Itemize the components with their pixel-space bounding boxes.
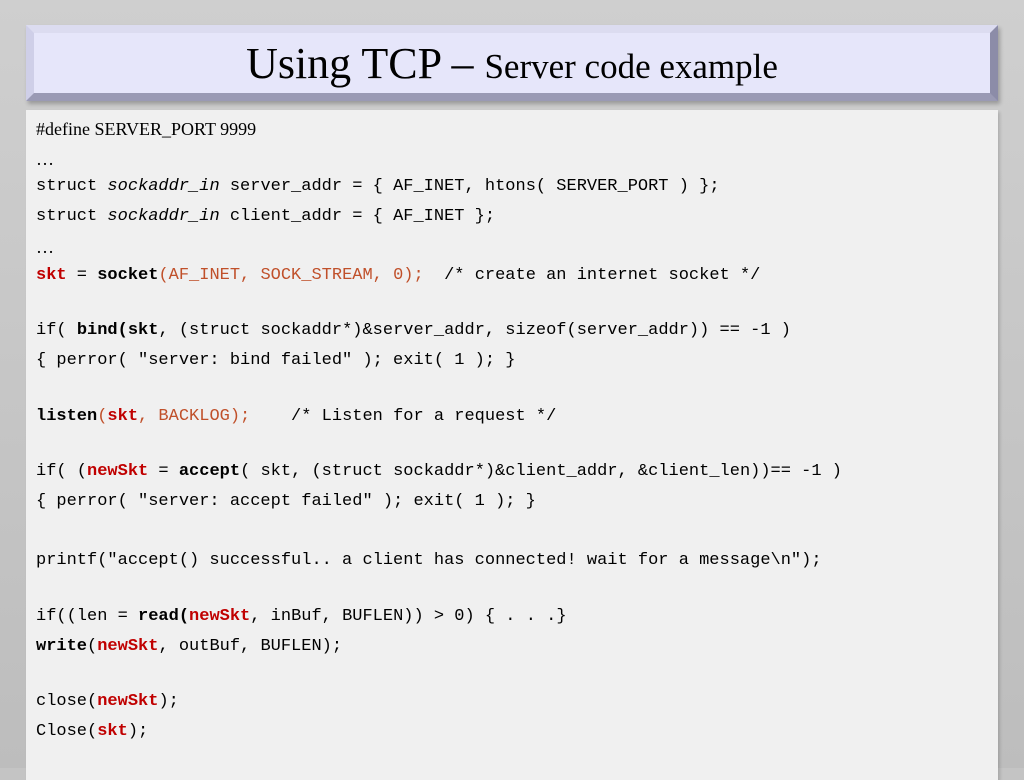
- code-token-variable: skt: [36, 266, 67, 285]
- code-token-variable: newSkt: [97, 692, 159, 711]
- code-line-listen: listen(skt, BACKLOG); /* Listen for a re…: [36, 406, 556, 428]
- code-token-variable: skt: [107, 407, 139, 426]
- code-line-bind-error: { perror( "server: bind failed" ); exit(…: [36, 351, 516, 370]
- code-token-variable: newSkt: [189, 607, 251, 626]
- title-subtitle: Server code example: [484, 47, 778, 86]
- code-line-define: #define SERVER_PORT 9999: [36, 119, 257, 139]
- code-token: (: [87, 637, 98, 656]
- code-token-function: bind(skt: [76, 321, 159, 340]
- code-token: client_addr = { AF_INET };: [219, 207, 496, 226]
- code-line-close-newskt: close(newSkt);: [36, 691, 179, 713]
- code-token: server_addr = { AF_INET, htons( SERVER_P…: [219, 177, 720, 196]
- code-token-function: socket: [97, 266, 159, 285]
- title-main: Using TCP: [246, 39, 441, 88]
- code-line-accept-error: { perror( "server: accept failed" ); exi…: [36, 492, 536, 511]
- code-token: close(: [36, 692, 98, 711]
- code-panel: #define SERVER_PORT 9999 … struct sockad…: [26, 110, 998, 780]
- code-line-client-addr: struct sockaddr_in client_addr = { AF_IN…: [36, 206, 495, 228]
- code-line-close-skt: Close(skt);: [36, 721, 148, 743]
- code-line-write: write(newSkt, outBuf, BUFLEN);: [36, 636, 342, 658]
- code-token: ( skt, (struct sockaddr*)&client_addr, &…: [240, 462, 842, 481]
- code-token-comment: /* create an internet socket */: [423, 266, 761, 285]
- code-token: struct: [36, 207, 108, 226]
- code-token-type: sockaddr_in: [107, 177, 220, 196]
- code-line-bind: if( bind(skt, (struct sockaddr*)&server_…: [36, 320, 791, 342]
- code-line-printf: printf("accept() successful.. a client h…: [36, 551, 822, 570]
- code-token: (: [97, 407, 108, 426]
- code-line-ellipsis-2: …: [36, 237, 54, 257]
- code-token-function: write: [36, 637, 88, 656]
- code-line-read: if((len = read(newSkt, inBuf, BUFLEN)) >…: [36, 606, 567, 628]
- code-token: , outBuf, BUFLEN);: [158, 637, 343, 656]
- code-token-comment: /* Listen for a request */: [250, 407, 557, 426]
- code-token: struct: [36, 177, 108, 196]
- code-token-variable: newSkt: [97, 637, 159, 656]
- code-line-ellipsis-1: …: [36, 149, 54, 169]
- code-token: , (struct sockaddr*)&server_addr, sizeof…: [158, 321, 791, 340]
- code-token: if((len =: [36, 607, 139, 626]
- code-token: if(: [36, 321, 77, 340]
- code-line-socket: skt = socket(AF_INET, SOCK_STREAM, 0); /…: [36, 265, 760, 287]
- code-token-variable: skt: [97, 722, 128, 741]
- code-token: , inBuf, BUFLEN)) > 0) { . . .}: [250, 607, 567, 626]
- code-token-args: , BACKLOG);: [138, 407, 251, 426]
- code-line-server-addr: struct sockaddr_in server_addr = { AF_IN…: [36, 176, 720, 198]
- code-token-function: accept: [178, 462, 241, 481]
- title-dash: –: [440, 39, 485, 88]
- title-bar: Using TCP – Server code example: [26, 25, 998, 101]
- code-token-args: (AF_INET, SOCK_STREAM, 0);: [158, 266, 424, 285]
- code-line-accept: if( (newSkt = accept( skt, (struct socka…: [36, 461, 842, 483]
- code-token-type: sockaddr_in: [107, 207, 220, 226]
- code-token: Close(: [36, 722, 98, 741]
- code-token: );: [127, 722, 149, 741]
- code-token-function: listen: [36, 407, 98, 426]
- code-token: =: [66, 266, 98, 285]
- code-token: if( (: [36, 462, 88, 481]
- code-token: =: [148, 462, 179, 481]
- slide-title: Using TCP – Server code example: [246, 42, 778, 86]
- code-token-function: read(: [138, 607, 190, 626]
- code-token-variable: newSkt: [87, 462, 149, 481]
- code-token: );: [158, 692, 179, 711]
